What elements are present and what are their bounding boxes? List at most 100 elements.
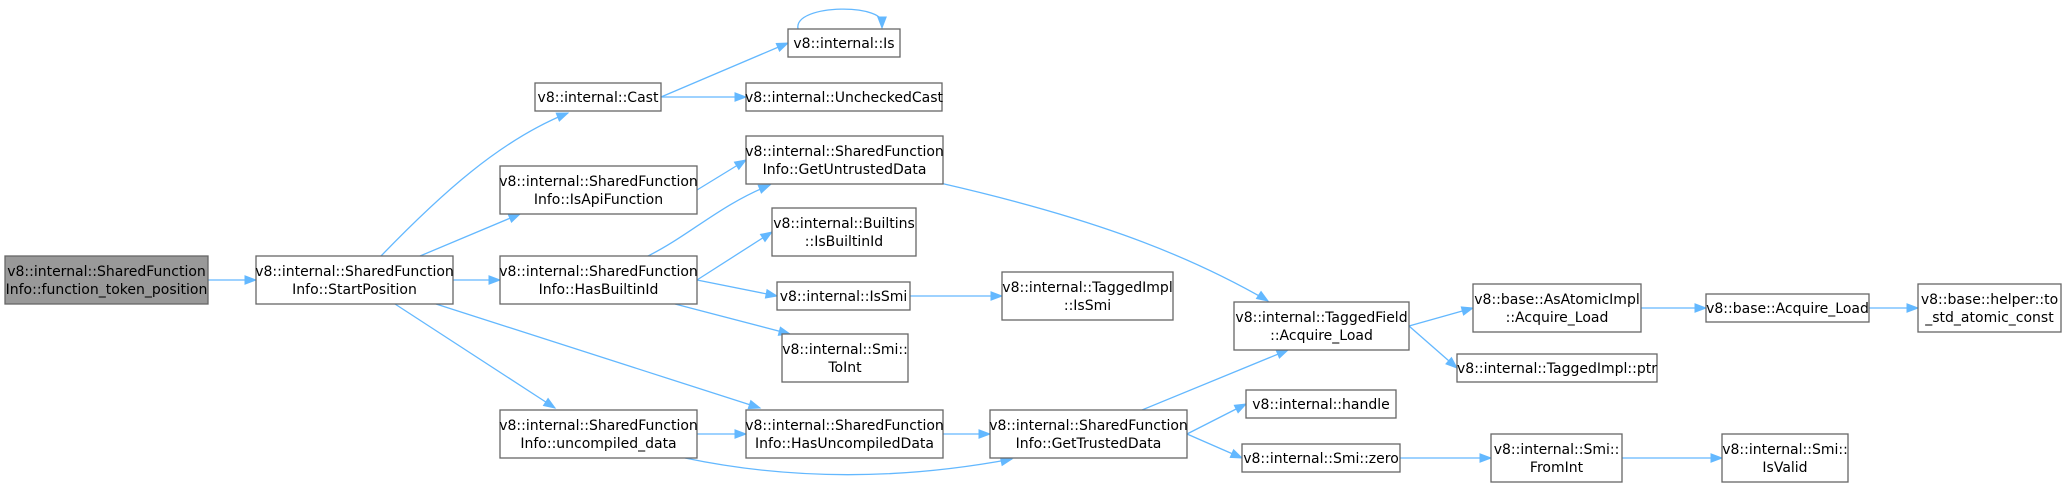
node-box[interactable] <box>989 409 1188 459</box>
node-taggedptr[interactable]: v8::internal::TaggedImpl::ptr <box>1456 353 1658 383</box>
edge-line <box>660 42 789 98</box>
node-smizero[interactable]: v8::internal::Smi::zero <box>1241 443 1401 473</box>
node-box[interactable] <box>1241 443 1401 473</box>
node-label-line: v8::internal::handle <box>1252 397 1390 413</box>
node-smitoint[interactable]: v8::internal::Smi::ToInt <box>781 333 909 383</box>
node-box[interactable] <box>745 82 943 112</box>
node-box[interactable] <box>1917 283 2062 333</box>
arrowhead-icon <box>1906 303 1920 313</box>
node-box[interactable] <box>499 409 698 459</box>
edge-issmi-to-taggedimpl_issmi <box>910 291 1004 301</box>
node-box[interactable] <box>1490 433 1623 483</box>
edge-cast-to-is <box>660 42 790 98</box>
node-startpos[interactable]: v8::internal::SharedFunctionInfo::StartP… <box>255 255 454 305</box>
node-label-line: v8::base::helper::to <box>1921 292 2058 308</box>
edge-line <box>394 303 556 409</box>
node-label-line: v8::internal::SharedFunction <box>255 264 454 280</box>
node-taggedimpl_issmi[interactable]: v8::internal::TaggedImpl::IsSmi <box>1001 271 1174 321</box>
node-label-line: v8::internal::SharedFunction <box>745 418 944 434</box>
node-isbuiltinid[interactable]: v8::internal::Builtins::IsBuiltinId <box>771 207 917 257</box>
node-label-line: v8::base::AsAtomicImpl <box>1474 292 1639 308</box>
edge-line <box>1141 349 1289 411</box>
node-issmi[interactable]: v8::internal::IsSmi <box>776 281 911 311</box>
node-label-line: v8::internal::TaggedImpl::ptr <box>1457 361 1657 377</box>
edge-atomicimpl-to-baseacquire <box>1641 303 1708 313</box>
arrowhead-icon <box>733 159 748 171</box>
edge-uncompiled-to-gettrusted <box>684 456 1014 476</box>
node-label-line: v8::internal::Smi:: <box>782 342 908 358</box>
node-box[interactable] <box>255 255 454 305</box>
node-isapifunction[interactable]: v8::internal::SharedFunctionInfo::IsApiF… <box>499 165 698 215</box>
node-getuntrusted[interactable]: v8::internal::SharedFunctionInfo::GetUnt… <box>745 135 944 185</box>
node-label-line: v8::internal::SharedFunction <box>989 418 1188 434</box>
node-box[interactable] <box>1001 271 1174 321</box>
node-baseacquire[interactable]: v8::base::Acquire_Load <box>1705 293 1870 323</box>
edge-line <box>684 457 1013 476</box>
edge-isapifunction-to-getuntrusted <box>696 159 748 191</box>
node-box[interactable] <box>745 409 944 459</box>
node-smiisvalid[interactable]: v8::internal::Smi::IsValid <box>1721 433 1849 483</box>
arrowhead-icon <box>759 231 774 243</box>
arrowhead-icon <box>990 291 1004 301</box>
node-uncheckedcast[interactable]: v8::internal::UncheckedCast <box>745 82 944 112</box>
node-box[interactable] <box>781 333 909 383</box>
edge-line <box>696 279 778 297</box>
node-label-line: Info::function_token_position <box>6 282 208 298</box>
arrowhead-icon <box>978 429 992 439</box>
node-label-line: ::Acquire_Load <box>1506 310 1609 326</box>
node-box[interactable] <box>1245 389 1397 419</box>
edge-line <box>939 182 1269 302</box>
node-hasuncompiled[interactable]: v8::internal::SharedFunctionInfo::HasUnc… <box>745 409 944 459</box>
node-box[interactable] <box>745 135 944 185</box>
node-box[interactable] <box>1472 283 1642 333</box>
arrowhead-icon <box>734 92 748 102</box>
node-label-line: v8::internal::IsSmi <box>780 289 908 305</box>
node-box[interactable] <box>4 255 209 305</box>
node-gettrusted[interactable]: v8::internal::SharedFunctionInfo::GetTru… <box>989 409 1188 459</box>
node-box[interactable] <box>499 165 698 215</box>
node-smifromint[interactable]: v8::internal::Smi::FromInt <box>1490 433 1623 483</box>
node-tostdatomic[interactable]: v8::base::helper::to_std_atomic_const <box>1917 283 2062 333</box>
node-taggedfield[interactable]: v8::internal::TaggedField::Acquire_Load <box>1233 301 1410 351</box>
arrowhead-icon <box>244 275 258 285</box>
edge-hasbuiltinid-to-isbuiltinid <box>696 231 774 281</box>
edge-hasbuiltinid-to-smitoint <box>674 303 792 336</box>
node-box[interactable] <box>534 82 662 112</box>
edge-cast-to-uncheckedcast <box>661 92 748 102</box>
node-box[interactable] <box>1705 293 1870 323</box>
arrowhead-icon <box>1694 303 1708 313</box>
edge-hasbuiltinid-to-issmi <box>696 279 779 299</box>
node-label-line: v8::internal::SharedFunction <box>499 174 698 190</box>
node-box[interactable] <box>776 281 911 311</box>
edge-taggedfield-to-atomicimpl <box>1408 306 1475 327</box>
node-box[interactable] <box>499 255 698 305</box>
edge-line <box>696 231 773 281</box>
node-hasbuiltinid[interactable]: v8::internal::SharedFunctionInfo::HasBui… <box>499 255 698 305</box>
node-root[interactable]: v8::internal::SharedFunctionInfo::functi… <box>4 255 209 305</box>
arrowhead-icon <box>1275 349 1290 359</box>
node-box[interactable] <box>787 28 901 58</box>
edge-startpos-to-isapifunction <box>419 213 522 257</box>
node-box[interactable] <box>1456 353 1658 383</box>
arrowhead-icon <box>775 42 790 53</box>
arrowhead-icon <box>1710 453 1724 463</box>
node-label-line: IsValid <box>1762 460 1807 476</box>
node-label-line: v8::base::Acquire_Load <box>1706 301 1869 317</box>
node-handle[interactable]: v8::internal::handle <box>1245 389 1397 419</box>
edge-smizero-to-smifromint <box>1400 453 1493 463</box>
node-cast[interactable]: v8::internal::Cast <box>534 82 662 112</box>
arrowhead-icon <box>507 213 522 223</box>
node-is[interactable]: v8::internal::Is <box>787 28 901 58</box>
node-atomicimpl[interactable]: v8::base::AsAtomicImpl::Acquire_Load <box>1472 283 1642 333</box>
node-box[interactable] <box>1233 301 1410 351</box>
edge-hasbuiltinid-to-getuntrusted <box>647 184 772 257</box>
edge-baseacquire-to-tostdatomic <box>1869 303 1920 313</box>
arrowhead-icon <box>877 16 887 30</box>
node-box[interactable] <box>1721 433 1849 483</box>
node-uncompiled[interactable]: v8::internal::SharedFunctionInfo::uncomp… <box>499 409 698 459</box>
node-label-line: ToInt <box>827 360 862 376</box>
node-label-line: Info::HasBuiltinId <box>539 282 659 298</box>
node-box[interactable] <box>771 207 917 257</box>
node-label-line: v8::internal::Smi:: <box>1494 442 1620 458</box>
node-label-line: v8::internal::UncheckedCast <box>745 90 944 106</box>
